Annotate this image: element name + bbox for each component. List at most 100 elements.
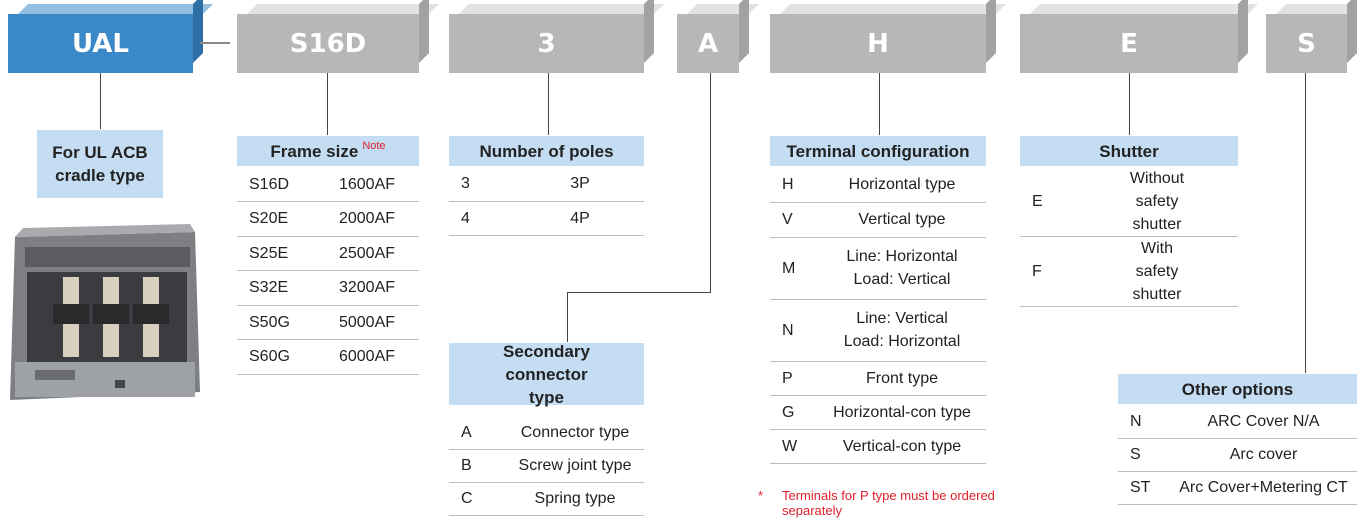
- connector-other: [1305, 73, 1306, 373]
- footnote-mark: *: [758, 488, 764, 503]
- poles-header: Number of poles: [449, 136, 644, 166]
- secondary-connector-title: Secondary connector type: [503, 341, 590, 407]
- frame-value: 5000AF: [315, 305, 419, 340]
- terminal-value: Line: Vertical Load: Horizontal: [818, 299, 986, 362]
- other-code: S: [1118, 438, 1170, 472]
- code-shutter-text: E: [1120, 28, 1138, 59]
- other-value: ARC Cover N/A: [1170, 405, 1357, 439]
- code-series-text: UAL: [71, 28, 129, 59]
- terminal-code: M: [770, 237, 818, 300]
- code-series-box: UAL: [8, 14, 193, 73]
- secondary-code: C: [449, 482, 506, 516]
- frame-code: S60G: [237, 339, 315, 375]
- terminal-code: W: [770, 429, 818, 464]
- terminal-value: Front type: [818, 361, 986, 396]
- secondary-value: Connector type: [506, 416, 644, 450]
- terminal-value: Vertical-con type: [818, 429, 986, 464]
- secondary-connector-header: Secondary connector type: [449, 342, 644, 407]
- shutter-header: Shutter: [1020, 136, 1238, 166]
- series-label-text: For UL ACB cradle type: [52, 143, 148, 185]
- terminal-code: G: [770, 395, 818, 430]
- connector-series: [100, 73, 101, 129]
- secondary-code: A: [449, 416, 506, 450]
- connector-poles: [548, 73, 549, 135]
- poles-value: 4P: [516, 201, 644, 236]
- code-other-box: S: [1266, 14, 1347, 73]
- connector-secondary-down: [710, 73, 711, 293]
- other-value: Arc cover: [1170, 438, 1357, 472]
- code-secondary-text: A: [697, 28, 719, 59]
- footnote-text: Terminals for P type must be ordered sep…: [782, 488, 995, 518]
- code-other-text: S: [1297, 28, 1316, 59]
- frame-value: 1600AF: [315, 167, 419, 202]
- frame-code: S25E: [237, 236, 315, 271]
- shutter-title: Shutter: [1099, 141, 1159, 161]
- secondary-value: Spring type: [506, 482, 644, 516]
- terminal-value: Horizontal-con type: [818, 395, 986, 430]
- connector-secondary-drop: [567, 292, 568, 342]
- connector-terminal: [879, 73, 880, 135]
- terminal-code: P: [770, 361, 818, 396]
- frame-size-title: Frame size: [270, 141, 359, 161]
- connector-frame: [327, 73, 328, 135]
- terminal-header: Terminal configuration: [770, 136, 986, 166]
- code-separator-dash: [200, 42, 230, 44]
- code-poles-text: 3: [537, 28, 556, 59]
- code-frame-text: S16D: [289, 28, 367, 59]
- terminal-value: Line: Horizontal Load: Vertical: [818, 237, 986, 300]
- frame-size-note: Note: [362, 139, 386, 152]
- connector-secondary-horizontal: [567, 292, 711, 293]
- other-options-title: Other options: [1181, 379, 1294, 399]
- code-terminal-box: H: [770, 14, 986, 73]
- frame-value: 2500AF: [315, 236, 419, 271]
- code-poles-box: 3: [449, 14, 644, 73]
- poles-title: Number of poles: [479, 141, 614, 161]
- code-secondary-box: A: [677, 14, 739, 73]
- other-code: N: [1118, 405, 1170, 439]
- terminal-code: V: [770, 202, 818, 238]
- frame-value: 3200AF: [315, 270, 419, 306]
- shutter-code: F: [1020, 236, 1076, 307]
- series-label: For UL ACB cradle type: [37, 130, 163, 198]
- poles-code: 4: [449, 201, 516, 236]
- other-value: Arc Cover+Metering CT: [1170, 471, 1357, 505]
- terminal-value: Vertical type: [818, 202, 986, 238]
- frame-value: 6000AF: [315, 339, 419, 375]
- other-options-header: Other options: [1118, 374, 1357, 404]
- frame-code: S20E: [237, 201, 315, 237]
- frame-code: S32E: [237, 270, 315, 306]
- secondary-value: Screw joint type: [506, 449, 644, 483]
- acb-cradle-image: [10, 224, 200, 400]
- frame-code: S16D: [237, 167, 315, 202]
- other-code: ST: [1118, 471, 1170, 505]
- shutter-value: Without safety shutter: [1076, 167, 1238, 237]
- code-frame-box: S16D: [237, 14, 419, 73]
- code-shutter-box: E: [1020, 14, 1238, 73]
- poles-value: 3P: [516, 167, 644, 202]
